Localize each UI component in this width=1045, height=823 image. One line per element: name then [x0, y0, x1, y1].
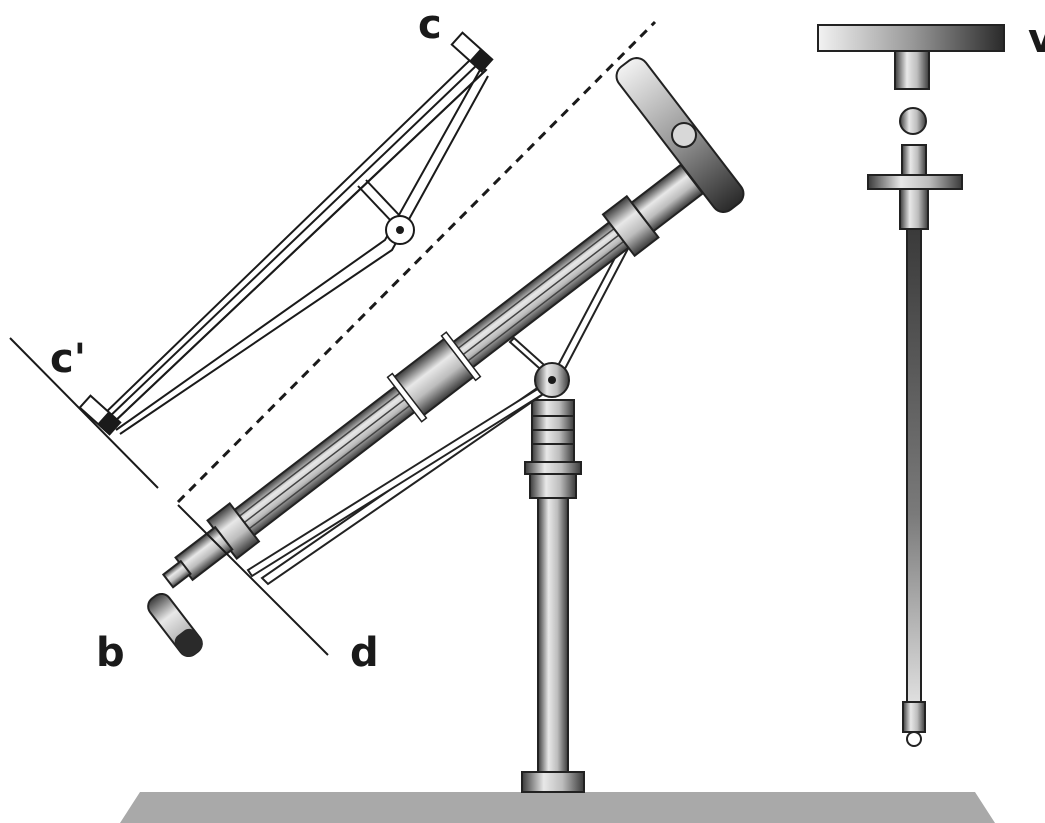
pivot-joint	[534, 362, 570, 398]
inclined-tube	[161, 163, 705, 589]
label-d: d	[350, 630, 379, 676]
frame-end-c	[450, 31, 494, 73]
label-c: c	[418, 2, 442, 48]
label-c-prime: c'	[50, 336, 86, 382]
support-post	[521, 399, 585, 793]
label-v: v	[1028, 16, 1045, 62]
label-b: b	[96, 630, 125, 676]
section-line-d	[177, 504, 329, 656]
frame-end-c-prime	[78, 394, 122, 436]
lower-knob	[147, 592, 203, 658]
upper-knob	[671, 122, 697, 148]
section-line-c-prime	[9, 337, 159, 489]
component-v	[817, 24, 1005, 747]
base-platform	[120, 792, 995, 823]
dashed-axis-line	[176, 20, 657, 504]
telescope-struts	[246, 216, 644, 586]
